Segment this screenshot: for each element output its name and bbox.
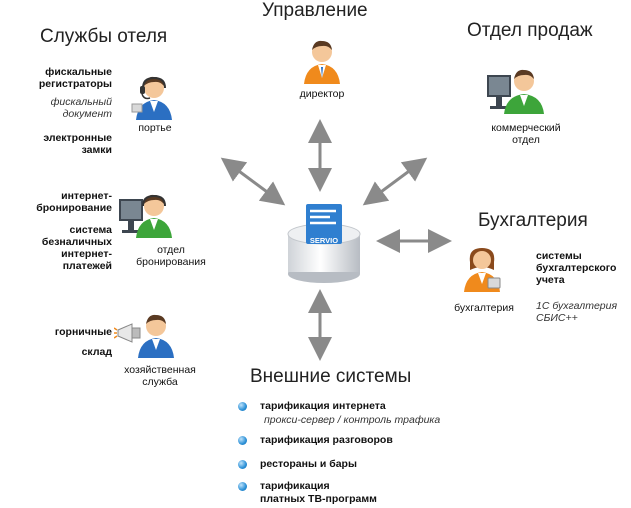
label-fiscal-document: фискальный документ xyxy=(50,96,112,120)
label-fiscal-registers: фискальные регистраторы xyxy=(38,66,112,90)
bullet-icon xyxy=(238,482,247,491)
person-accountant-icon xyxy=(460,244,506,292)
label-accountant: бухгалтерия xyxy=(454,302,514,314)
external-systems-list: тарификация интернета прокси-сервер / ко… xyxy=(238,398,538,508)
server-database: SERVIO xyxy=(284,196,364,286)
label-porter: портье xyxy=(138,122,172,134)
person-commercial-icon xyxy=(486,64,546,114)
bullet-icon xyxy=(238,402,247,411)
heading-management: Управление xyxy=(262,0,368,21)
label-electronic-locks: электронные замки xyxy=(43,132,112,156)
heading-accounting: Бухгалтерия xyxy=(478,210,588,231)
server-database-icon xyxy=(287,204,361,283)
person-booking-icon xyxy=(118,190,176,238)
bullet-icon xyxy=(238,436,247,445)
arrow-hotel-services xyxy=(220,157,286,206)
label-maids: горничные xyxy=(54,326,112,338)
heading-hotel-services: Службы отеля xyxy=(40,26,168,47)
bullet-icon xyxy=(238,460,247,469)
person-housekeeping-icon xyxy=(114,308,178,358)
person-director-icon xyxy=(300,38,344,84)
arrow-sales xyxy=(362,157,428,206)
external-item-title: тарификация интернета xyxy=(260,400,386,412)
label-booking: отдел бронирования xyxy=(136,244,206,268)
label-accounting-systems: системы бухгалтерского учета xyxy=(536,250,617,286)
external-item-sub: прокси-сервер / контроль трафика xyxy=(264,414,441,426)
external-item-title: тарификация разговоров xyxy=(260,434,393,446)
external-item-title: рестораны и бары xyxy=(260,458,357,470)
label-accounting-products: 1С бухгалтерия СБИС++ xyxy=(536,300,618,324)
label-cashless-payments: система безналичных интернет- платежей xyxy=(41,224,112,272)
heading-sales: Отдел продаж xyxy=(467,20,593,41)
server-logo: SERVIO xyxy=(309,236,339,245)
person-porter-icon xyxy=(130,72,176,120)
label-director: директор xyxy=(299,88,345,100)
label-warehouse: склад xyxy=(81,346,112,358)
heading-external-systems: Внешние системы xyxy=(250,366,412,387)
external-item-title: тарификация платных ТВ-программ xyxy=(260,480,377,505)
label-internet-booking: интернет- бронирование xyxy=(36,190,112,214)
label-housekeeping: хозяйственная служба xyxy=(124,364,196,388)
label-commercial: коммерческий отдел xyxy=(491,122,561,146)
